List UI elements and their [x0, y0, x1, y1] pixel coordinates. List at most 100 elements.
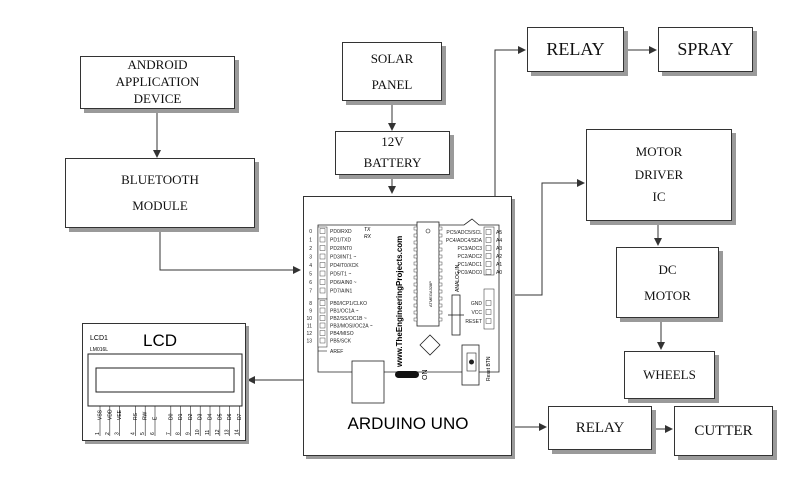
lcd-pin-label: D4 — [208, 413, 214, 420]
chip-leg — [438, 226, 443, 231]
analog-pin-name: A0 — [496, 270, 502, 276]
analog-pin-name: A3 — [496, 246, 502, 252]
lcd-pin-label: D0 — [168, 413, 174, 420]
bluetooth-line-1: BLUETOOTH — [121, 172, 199, 187]
power-pin-square — [485, 318, 492, 324]
lcd-pin-number: 5 — [140, 432, 146, 435]
digital-pin-label: PB4/MISO — [330, 331, 354, 337]
digital-pin-square — [319, 262, 326, 268]
arrow-arduino-to-relay-top — [494, 46, 526, 196]
lcd-model: LM016L — [90, 347, 108, 353]
digital-pin-number: 0 — [309, 229, 312, 235]
digital-pin-label: PD4/T0/XCK — [330, 263, 359, 269]
digital-pin-square — [319, 322, 326, 329]
chip-leg — [438, 296, 443, 301]
digital-pin-label: PD7/AIN1 — [330, 288, 352, 294]
battery-line-1: 12V — [381, 134, 404, 150]
analog-pin-name: A4 — [496, 238, 502, 244]
chip-legs — [413, 226, 443, 322]
rx-label: RX — [364, 234, 372, 240]
chip-leg — [413, 226, 418, 231]
digital-pin-label: PB1/OC1A ~ — [330, 308, 359, 314]
digital-pin-number: 6 — [309, 280, 312, 286]
chip-leg — [413, 233, 418, 238]
spray-label: SPRAY — [677, 39, 734, 60]
digital-pin-number: 4 — [309, 263, 312, 269]
chip-leg — [438, 310, 443, 315]
chip-leg — [438, 240, 443, 245]
lcd-pin-number: 2 — [105, 432, 111, 435]
android-line-2: APPLICATION — [115, 74, 200, 90]
android-line-1: ANDROID — [127, 57, 188, 73]
relay-bottom-label: RELAY — [575, 419, 625, 436]
analog-pin-square — [485, 245, 492, 251]
chip-leg — [413, 261, 418, 266]
website-text: www.TheEngineeringProjects.com — [395, 236, 404, 368]
digital-pin-number: 8 — [309, 301, 312, 307]
analog-pin-label: PC1/ADC1 — [458, 262, 483, 268]
analog-pin-label: PC5/ADC5/SCL — [446, 230, 482, 236]
lcd-pin-label: RW — [143, 411, 149, 420]
digital-pin-label: PB0/ICP1/CLKO — [330, 301, 367, 307]
cutter-label: CUTTER — [694, 422, 753, 439]
digital-pin-square — [319, 300, 326, 306]
chip-leg — [438, 247, 443, 252]
chip-leg — [413, 310, 418, 315]
solar-line-2: PANEL — [371, 76, 413, 92]
chip-leg — [438, 303, 443, 308]
tx-label: TX — [364, 227, 371, 233]
digital-pin-square — [319, 228, 326, 234]
digital-pin-number: 1 — [309, 237, 312, 243]
digital-pin-label: PD1/TXD — [330, 237, 352, 243]
digital-pin-number: 5 — [309, 271, 312, 277]
digital-pin-label: PD3/INT1 ~ — [330, 254, 356, 260]
chip-leg — [413, 254, 418, 259]
power-pin-label: RESET — [465, 319, 482, 325]
analog-pin-label: PC4/ADC4/SDA — [446, 238, 483, 244]
analog-pin-name: A2 — [496, 254, 502, 260]
power-pin-square — [485, 300, 492, 306]
lcd-pin-number: 1 — [95, 432, 101, 435]
chip-leg — [438, 275, 443, 280]
dc-motor-block: DC MOTOR — [616, 247, 719, 318]
lcd-pin-label: VEE — [117, 409, 123, 420]
on-switch — [395, 371, 419, 378]
digital-pin-number: 9 — [309, 308, 312, 314]
digital-pin-square — [319, 245, 326, 251]
motor-driver-line-1: MOTOR — [635, 143, 683, 159]
lcd-pin-number: 7 — [166, 432, 172, 435]
lcd-pins: VSS1VDD2VEE3RS4RW5E6D07D18D29D310D411D51… — [95, 406, 243, 436]
digital-pin-number: 3 — [309, 254, 312, 260]
usb-connector — [351, 360, 385, 404]
analog-pin-square — [485, 237, 492, 243]
solar-line-1: SOLAR — [370, 50, 414, 66]
chip-leg — [438, 268, 443, 273]
analog-pin-label: PC2/ADC2 — [458, 254, 483, 260]
chip-leg — [413, 275, 418, 280]
digital-pin-square — [319, 337, 326, 344]
lcd-pin-label: D2 — [188, 413, 194, 420]
analog-pin-square — [485, 229, 492, 235]
chip-leg — [413, 240, 418, 245]
motor-driver-line-3: IC — [652, 189, 666, 205]
digital-pin-square — [319, 279, 326, 285]
chip-name: ATMEGA328P — [428, 281, 433, 307]
spray-block: SPRAY — [658, 27, 753, 72]
lcd-pin-label: D7 — [237, 413, 243, 420]
lcd-pin-label: RS — [133, 412, 139, 420]
power-header — [483, 288, 495, 330]
chip-leg — [413, 268, 418, 273]
dc-motor-line-1: DC — [658, 261, 677, 277]
chip-leg — [438, 254, 443, 259]
digital-pin-label: PD0/RXD — [330, 229, 352, 235]
chip-leg — [438, 233, 443, 238]
lcd-pin-number: 8 — [176, 432, 182, 435]
power-pin-square — [485, 309, 492, 315]
wheels-block: WHEELS — [624, 351, 715, 399]
digital-pin-label: PB2/SS/OC1B ~ — [330, 316, 367, 322]
arduino-logo-icon — [419, 334, 441, 356]
digital-pin-label: PB5/SCK — [330, 338, 352, 344]
arduino-label: ARDUINO UNO — [348, 414, 469, 433]
lcd-pin-number: 10 — [195, 429, 201, 435]
